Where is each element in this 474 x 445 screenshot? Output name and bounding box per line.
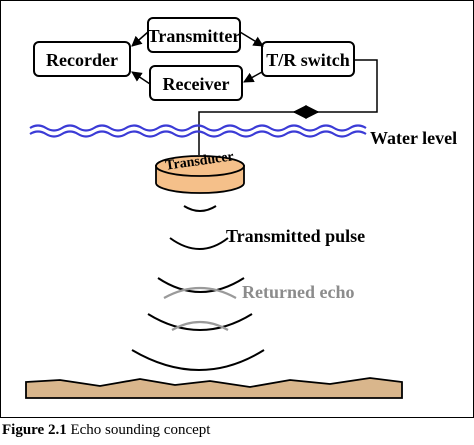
pulse-arc-3 [157, 277, 245, 293]
transmitter-label: Transmitter [148, 26, 241, 46]
returned-echo-label: Returned echo [242, 282, 354, 302]
transmitter-node: Transmitter [147, 17, 241, 53]
water-surface [29, 124, 367, 138]
pulse-arc-5 [131, 349, 265, 371]
tr-switch-node: T/R switch [261, 41, 355, 77]
arrow-tr-switch-to-receiver [243, 71, 263, 83]
recorder-label: Recorder [46, 50, 118, 70]
arrow-transmitter-to-recorder [131, 31, 149, 47]
figure-caption-text: Echo sounding concept [70, 422, 211, 438]
echo-arc-1 [163, 287, 237, 299]
arrow-receiver-to-recorder [131, 71, 151, 85]
receiver-node: Receiver [149, 65, 243, 101]
water-level-label: Water level [370, 128, 457, 148]
figure-caption: Figure 2.1 Echo sounding concept [2, 422, 210, 439]
returned-echoes [163, 287, 237, 331]
transducer: Transducer [155, 149, 245, 194]
recorder-node: Recorder [33, 41, 131, 77]
echo-arc-2 [171, 320, 229, 331]
figure-number: Figure 2.1 [2, 422, 67, 438]
transducer-top [155, 155, 245, 177]
echo-sounding-diagram: Transmitter Recorder T/R switch Receiver… [25, 17, 457, 399]
water-wave-upper [29, 124, 367, 132]
pulse-arc-4 [147, 313, 253, 331]
pulse-arc-2 [169, 237, 229, 250]
pulse-arc-1 [183, 205, 217, 212]
transmitted-pulse-label: Transmitted pulse [226, 226, 365, 246]
tr-switch-label: T/R switch [266, 50, 350, 70]
arrow-transmitter-to-tr-switch [239, 31, 264, 47]
transmitted-pulses [131, 205, 265, 371]
receiver-label: Receiver [163, 74, 230, 94]
seabed [25, 377, 403, 399]
water-wave-lower [29, 130, 367, 138]
